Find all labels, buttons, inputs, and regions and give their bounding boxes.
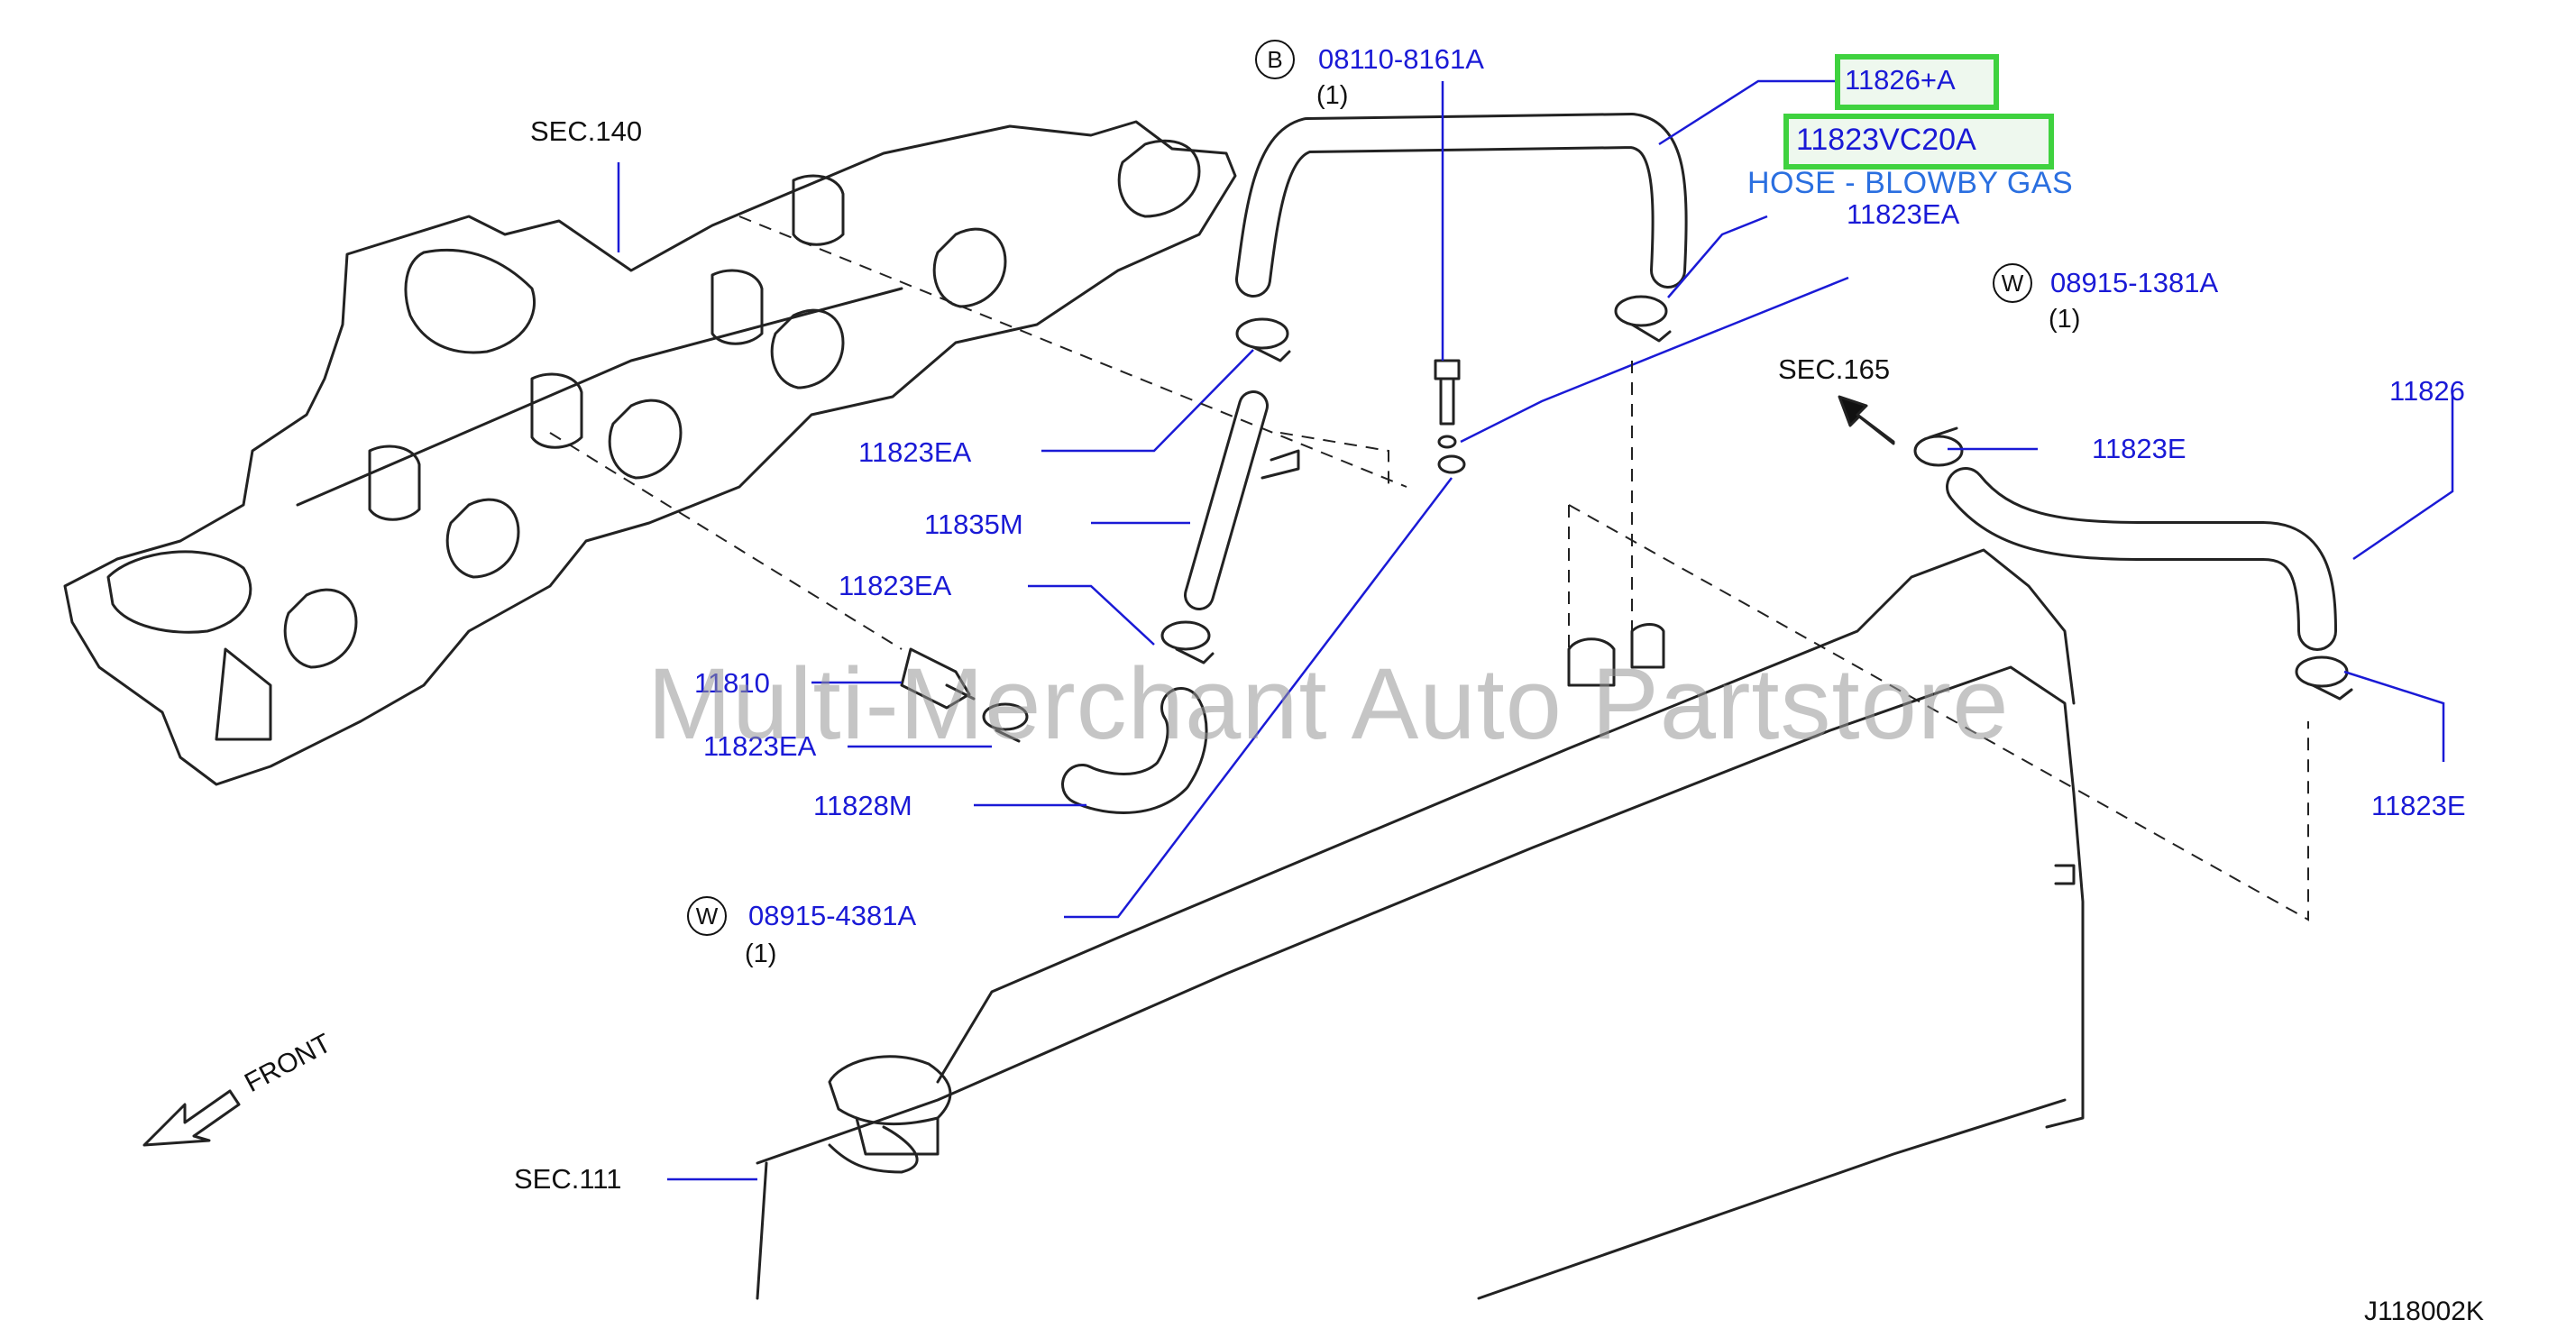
part-11826[interactable]: 11826 <box>2389 375 2465 407</box>
part-11823ea-2[interactable]: 11823EA <box>839 570 952 601</box>
engine-block-illustration <box>756 548 2085 1300</box>
circle-b-icon: B <box>1255 40 1295 79</box>
label-sec165: SEC.165 <box>1778 353 1891 385</box>
pcv-valve-11810 <box>900 647 976 710</box>
qty-08915-4381a: (1) <box>745 939 777 968</box>
part-11823ea-top[interactable]: 11823EA <box>1847 198 1960 230</box>
sec165-arrow-icon <box>1838 395 1895 445</box>
front-arrow-icon <box>142 1089 241 1147</box>
diagram-id: J118002K <box>2364 1297 2484 1326</box>
part-11823ea-1[interactable]: 11823EA <box>858 436 972 468</box>
part-11835m[interactable]: 11835M <box>924 509 1023 540</box>
blowby-hose-upper <box>1235 113 1688 298</box>
watermark-text: Multi-Merchant Auto Partstore <box>647 647 2010 760</box>
qty-08915-1381a: (1) <box>2049 305 2081 334</box>
hose-11828m <box>1061 687 1208 814</box>
circle-w-icon: W <box>1993 263 2032 303</box>
label-sec140: SEC.140 <box>530 115 643 147</box>
part-11828m[interactable]: 11828M <box>813 790 912 821</box>
dashed-reference-lines <box>549 215 2309 921</box>
part-11823vc20a[interactable]: 11823VC20A <box>1796 123 1976 157</box>
intake-manifold-illustration <box>63 120 1237 786</box>
part-08915-4381a[interactable]: 08915-4381A <box>748 900 917 931</box>
clamps <box>982 295 2353 743</box>
part-11823e-2[interactable]: 11823E <box>2371 790 2466 821</box>
qty-08110: (1) <box>1316 81 1349 110</box>
part-11823e-1[interactable]: 11823E <box>2092 433 2186 464</box>
hose-11826 <box>1946 467 2337 651</box>
highlight-11826a <box>1835 54 1999 110</box>
hose-blowby-gas-name: HOSE - BLOWBY GAS <box>1747 166 2074 200</box>
tube-11835m <box>1184 390 1300 610</box>
part-11810[interactable]: 11810 <box>694 667 770 699</box>
part-11823ea-3[interactable]: 11823EA <box>703 730 817 762</box>
part-08110-8161a[interactable]: 08110-8161A <box>1318 43 1484 75</box>
highlight-11823vc20a <box>1783 114 2054 170</box>
part-11826a[interactable]: 11826+A <box>1845 64 1956 96</box>
label-sec111: SEC.111 <box>514 1163 622 1195</box>
bolt-08110 <box>1434 359 1466 474</box>
leader-lines <box>617 79 2454 1181</box>
part-08915-1381a[interactable]: 08915-1381A <box>2050 267 2219 298</box>
circle-w-icon-2: W <box>687 896 727 936</box>
